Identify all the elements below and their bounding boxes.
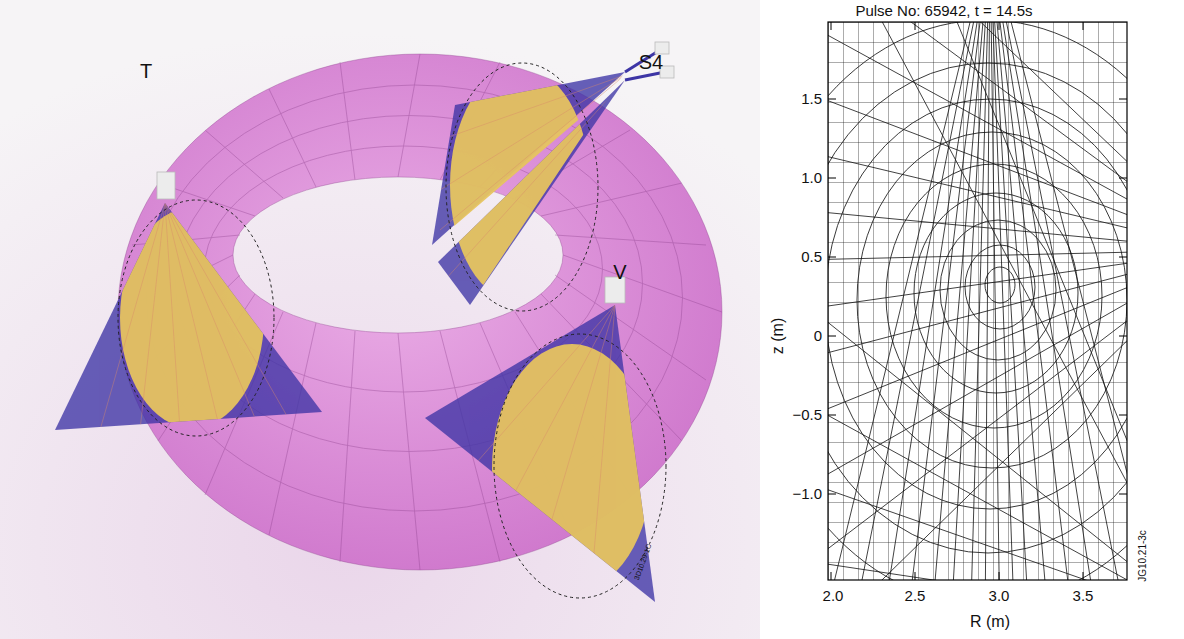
tick-label: 0.5 bbox=[801, 249, 822, 266]
tick-label: 3.5 bbox=[1073, 588, 1094, 605]
figure-code: JG10.21-3c bbox=[1137, 530, 1148, 582]
tick-label: 2.5 bbox=[905, 588, 926, 605]
camera-label: S4 bbox=[639, 51, 663, 73]
tick-label: 1.0 bbox=[801, 170, 822, 187]
axis-title: z (m) bbox=[769, 318, 787, 354]
axis-title: R (m) bbox=[970, 613, 1010, 631]
plot-title: Pulse No: 65942, t = 14.5s bbox=[855, 3, 1032, 20]
tick-label: 2.0 bbox=[823, 588, 844, 605]
tick-label: −0.5 bbox=[792, 407, 822, 424]
tick-label: 3.0 bbox=[989, 588, 1010, 605]
camera-label: V bbox=[613, 261, 626, 283]
tick-label: 0 bbox=[814, 328, 822, 345]
tick-label: 1.5 bbox=[801, 91, 822, 108]
camera-label: T bbox=[140, 60, 152, 82]
tick-label: −1.0 bbox=[792, 486, 822, 503]
